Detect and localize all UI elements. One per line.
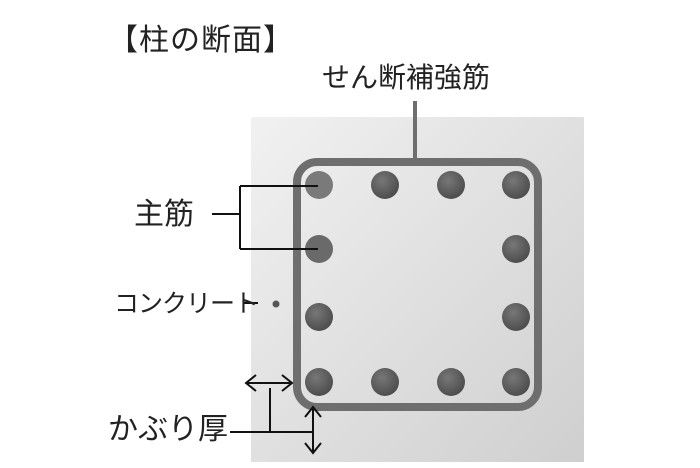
shear-reinforcement-stirrup [293, 158, 542, 411]
concrete-leader-dot [272, 300, 280, 308]
main-bar [502, 303, 530, 331]
shear-reinforcement-label: せん断補強筋 [322, 61, 491, 94]
main-bar [371, 368, 399, 396]
main-bar [502, 171, 530, 199]
main-bar [502, 235, 530, 263]
main-bar [305, 235, 333, 263]
main-bar-label: 主筋 [134, 197, 194, 232]
main-bar-leader-bracket [212, 185, 318, 250]
main-bar [437, 368, 465, 396]
main-bar [437, 171, 465, 199]
main-bar [502, 368, 530, 396]
main-bar [305, 368, 333, 396]
cover-leader-bracket [230, 388, 313, 433]
main-bars [305, 171, 530, 396]
main-bar [305, 303, 333, 331]
cover-thickness-label: かぶり厚 [108, 412, 228, 447]
concrete-label: コンクリート [114, 289, 259, 318]
cover-horizontal-dimension [244, 374, 294, 392]
main-bar [371, 171, 399, 199]
diagram-title: 【柱の断面】 [108, 23, 294, 58]
cover-vertical-dimension [304, 405, 322, 455]
main-bar [305, 171, 333, 199]
